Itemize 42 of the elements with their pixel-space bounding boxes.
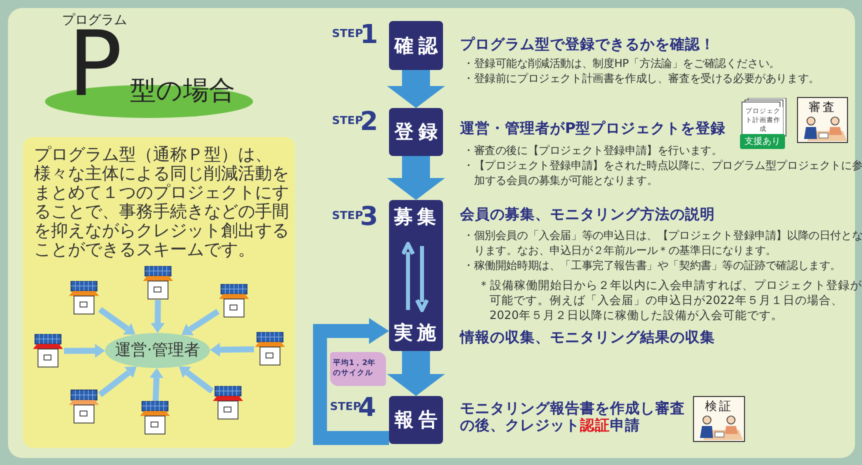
picture-frame: [693, 396, 745, 442]
step-label: STEP: [332, 114, 364, 127]
arrow: [210, 342, 254, 357]
step-heading: 情報の収集、モニタリング結果の収集: [460, 330, 715, 348]
arrow: [64, 344, 105, 358]
step-box: [389, 200, 443, 351]
arrow: [150, 368, 164, 402]
arrow: [387, 351, 445, 396]
step-heading: 運営・管理者がP型プロジェクトを登録: [460, 121, 726, 138]
bullet-text: ・審査の後に【プロジェクト登録申請】を行います。: [463, 143, 724, 158]
arrow: [387, 70, 445, 108]
bullet-text: ・【プロジェクト登録申請】をされた時点以降に、プログラム型プロジェクトに参加する会員の募集が可能となります。: [463, 158, 862, 188]
step-heading: プログラム型で登録できるかを確認！: [460, 37, 715, 54]
arrow: [313, 318, 389, 445]
arrow: [387, 156, 445, 200]
step-number: 3: [360, 202, 378, 234]
arrow: [182, 308, 220, 336]
note-text: ＊設備稼働開始日から２年以内に入会申請すれば、プロジェクト登録が可能です。例えば「入会届」の申込日が2022年５月１日の場合、2020年５月２日以降に稼働した設備が入会可能です。: [478, 278, 862, 323]
step-title: 実施: [394, 322, 440, 345]
bullet-text: ・登録前にプロジェクト計画書を作成し、審査を受ける必要があります。: [463, 71, 820, 86]
manager-ellipse: 運営·管理者: [105, 333, 210, 368]
arrow: [98, 306, 136, 335]
frame-title: 審査: [808, 100, 838, 114]
arrow: [179, 366, 214, 394]
description-panel: [23, 137, 295, 448]
arrow: [150, 300, 165, 333]
step-label: STEP: [332, 27, 364, 40]
description-text: プログラム型（通称Ｐ型）は、様々な主体による同じ削減活動をまとめて１つのプロジェクトにすることで、事務手続きなどの手間を抑えながらクレジット創出することができるスキームです。: [34, 146, 290, 260]
step-title: 募集: [394, 206, 440, 229]
support-badge: 支援あり: [740, 134, 785, 149]
step-box: 登録: [389, 108, 443, 156]
step-box: 報告: [389, 396, 443, 444]
step-number: 4: [358, 393, 376, 424]
step-heading: モニタリング報告書を作成し審査の後、クレジット認証申請: [460, 401, 686, 436]
arrow: [98, 366, 137, 398]
frame-title: 検証: [704, 399, 734, 414]
picture-frame: [797, 97, 848, 143]
bullet-text: ・個別会員の「入会届」等の申込日は、【プロジェクト登録申請】以降の日付となります。なお、申込日が２年前ルール＊の基準日になります。: [463, 228, 862, 258]
step-box: 確認: [389, 21, 443, 70]
bullet-text: ・稼働開始時期は、「工事完了報告書」や「契約書」等の証跡で確認します。: [463, 258, 842, 273]
step-heading: 会員の募集、モニタリング方法の説明: [460, 207, 715, 224]
bullet-text: ・登録可能な削減活動は、制度HP「方法論」をご確認ください。: [463, 56, 781, 71]
